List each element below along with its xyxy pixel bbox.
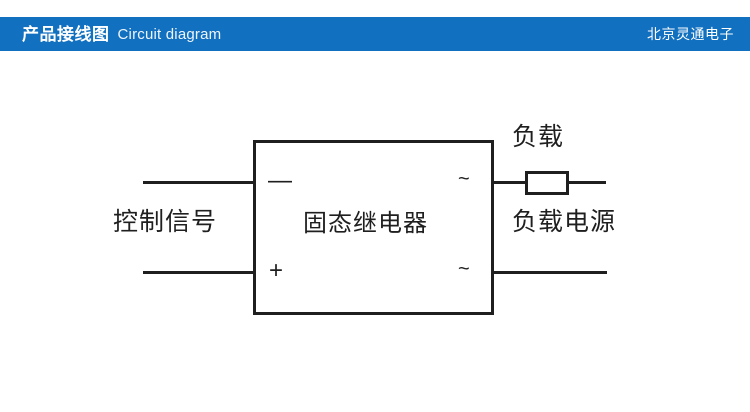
label-control-signal: 控制信号 — [113, 208, 218, 236]
relay-body-box — [253, 140, 494, 315]
page-title-chinese: 产品接线图 — [22, 24, 110, 44]
label-load-power-supply: 负载电源 — [512, 208, 617, 236]
load-resistor-symbol — [525, 171, 569, 195]
label-load: 负载 — [512, 123, 565, 151]
circuit-diagram-svg — [143, 140, 607, 315]
circuit-diagram: — + ~ ~ 控制信号 固态继电器 负载 负载电源 — [0, 51, 750, 412]
terminal-ac-bottom-symbol: ~ — [458, 258, 470, 280]
label-relay-device: 固态继电器 — [303, 210, 428, 237]
header-title-group: 产品接线图 Circuit diagram — [22, 17, 221, 51]
terminal-negative-symbol: — — [268, 167, 292, 194]
brand-name: 北京灵通电子 — [647, 26, 734, 42]
page-title-english: Circuit diagram — [117, 25, 222, 43]
terminal-ac-top-symbol: ~ — [458, 168, 470, 190]
header-bar: 产品接线图 Circuit diagram 北京灵通电子 — [0, 17, 750, 51]
terminal-positive-symbol: + — [269, 257, 284, 284]
